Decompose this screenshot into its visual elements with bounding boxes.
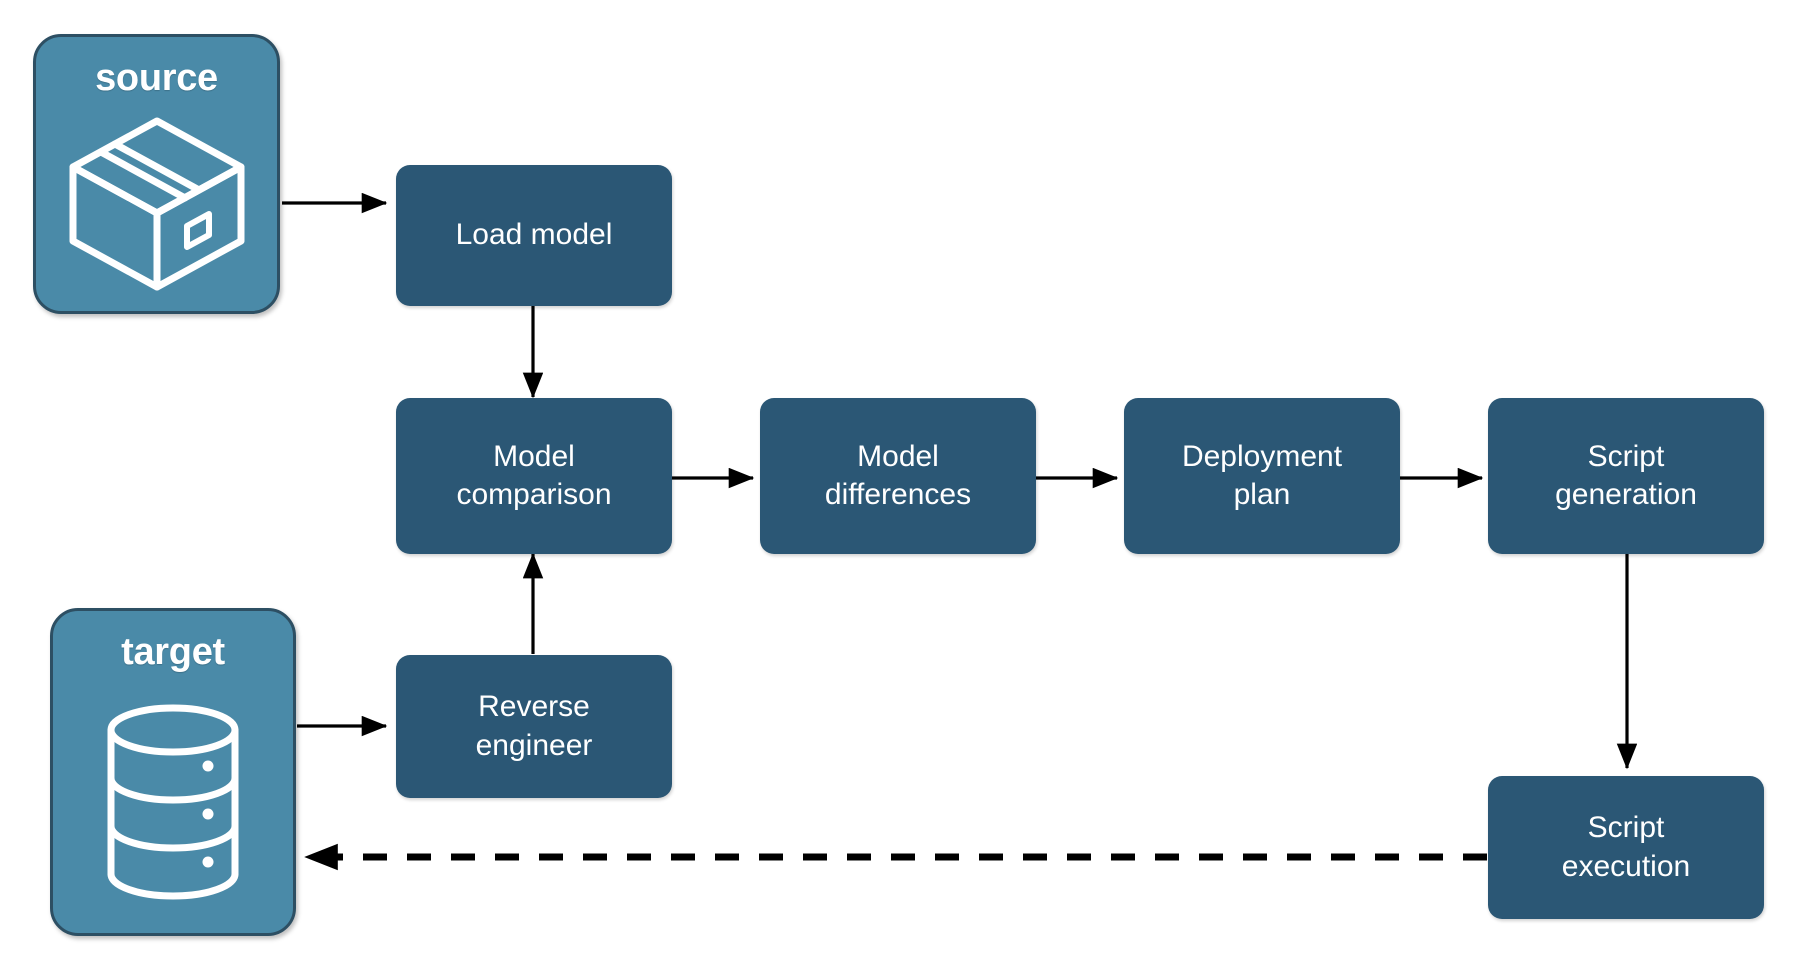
database-cylinder-icon — [53, 671, 293, 933]
endpoint-target[interactable]: target — [50, 608, 296, 936]
package-box-icon — [36, 97, 277, 311]
process-deployment-plan-text: Deployment plan — [1181, 439, 1343, 511]
process-model-comparison[interactable]: Model comparison — [396, 398, 672, 554]
process-script-execution[interactable]: Script execution — [1488, 776, 1764, 919]
process-script-generation[interactable]: Script generation — [1488, 398, 1764, 554]
process-model-differences-text: Model differences — [824, 439, 972, 511]
endpoint-source[interactable]: source — [33, 34, 280, 314]
process-reverse-engineer-text: Reverse engineer — [475, 690, 593, 762]
endpoint-target-label: target — [121, 631, 225, 673]
process-load-model[interactable]: Load model — [396, 165, 672, 306]
process-model-comparison-text: Model comparison — [456, 439, 612, 511]
endpoint-source-label: source — [95, 57, 218, 99]
process-load-model-text: Load model — [455, 218, 613, 252]
process-script-execution-text: Script execution — [1561, 811, 1691, 883]
process-deployment-plan[interactable]: Deployment plan — [1124, 398, 1400, 554]
process-script-generation-text: Script generation — [1555, 439, 1697, 511]
process-model-differences[interactable]: Model differences — [760, 398, 1036, 554]
process-reverse-engineer[interactable]: Reverse engineer — [396, 655, 672, 798]
